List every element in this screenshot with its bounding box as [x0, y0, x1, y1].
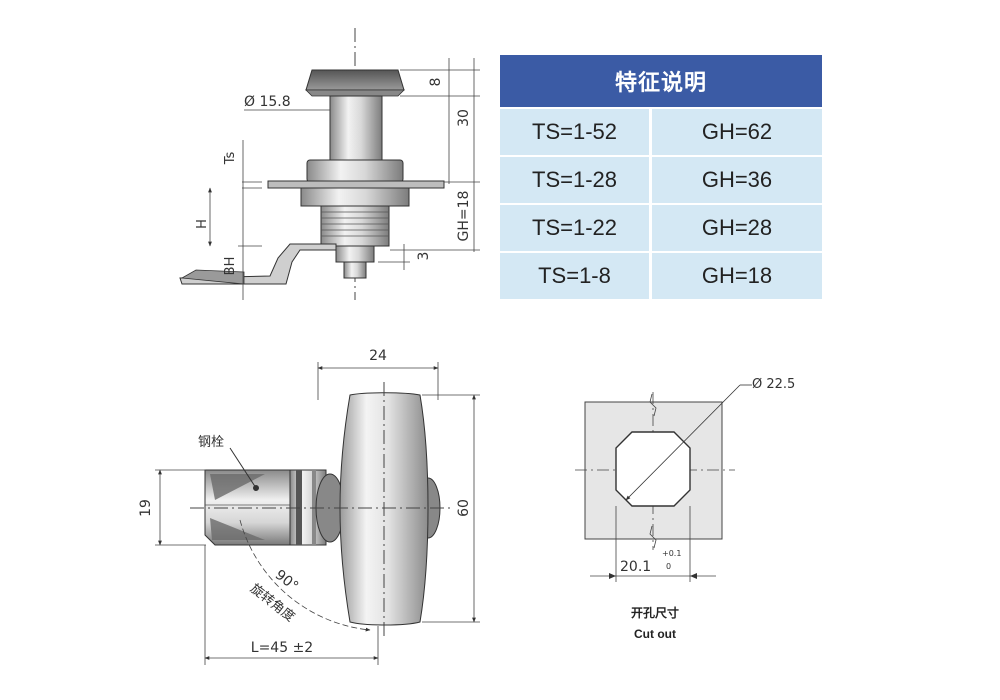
- ts-cell: TS=1-28: [500, 157, 649, 203]
- gh-cell: GH=36: [652, 157, 822, 203]
- angle-label: 90°: [272, 567, 301, 595]
- length-label: L=45 ±2: [251, 640, 313, 656]
- dim-30: 30: [456, 109, 472, 127]
- table-row: TS=1-28 GH=36: [500, 157, 822, 203]
- gh-cell: GH=18: [652, 253, 822, 299]
- cutout-title-en: Cut out: [634, 627, 676, 641]
- steel-pin-label: 钢栓: [198, 435, 224, 450]
- ts-cell: TS=1-22: [500, 205, 649, 251]
- gh-cell: GH=28: [652, 205, 822, 251]
- ts-cell: TS=1-8: [500, 253, 649, 299]
- spec-table-title: 特征说明: [500, 55, 822, 107]
- dim-60: 60: [456, 499, 472, 517]
- spec-table: 特征说明 TS=1-52 GH=62 TS=1-28 GH=36 TS=1-22…: [500, 55, 822, 299]
- table-row: TS=1-52 GH=62: [500, 109, 822, 155]
- front-view: 24 钢栓 19 60 90° 旋转角度: [138, 348, 480, 665]
- gh-label: GH=18: [456, 191, 472, 242]
- bh-label: BH: [223, 257, 238, 276]
- table-row: TS=1-8 GH=18: [500, 253, 822, 299]
- dim-3: 3: [416, 252, 432, 261]
- side-view: Ts H BH Ø 15.8 8 30 GH=18 3: [179, 28, 480, 300]
- gh-cell: GH=62: [652, 109, 822, 155]
- cutout-tol-plus: +0.1: [662, 549, 681, 558]
- cutout-width-label: 20.1: [620, 559, 651, 575]
- h-label: H: [195, 219, 210, 229]
- table-row: TS=1-22 GH=28: [500, 205, 822, 251]
- dim-8: 8: [428, 78, 444, 87]
- dim-19: 19: [138, 499, 154, 517]
- cutout-tol-zero: 0: [666, 562, 671, 571]
- ts-label: Ts: [223, 151, 238, 165]
- dim-24: 24: [369, 348, 387, 364]
- ts-cell: TS=1-52: [500, 109, 649, 155]
- cutout-diameter-label: Ø 22.5: [752, 377, 795, 392]
- diameter-label: Ø 15.8: [244, 94, 291, 110]
- cutout-title-cn: 开孔尺寸: [631, 605, 679, 620]
- cutout-view: Ø 22.5 20.1 +0.1 0 开孔尺寸 Cut out: [575, 377, 795, 641]
